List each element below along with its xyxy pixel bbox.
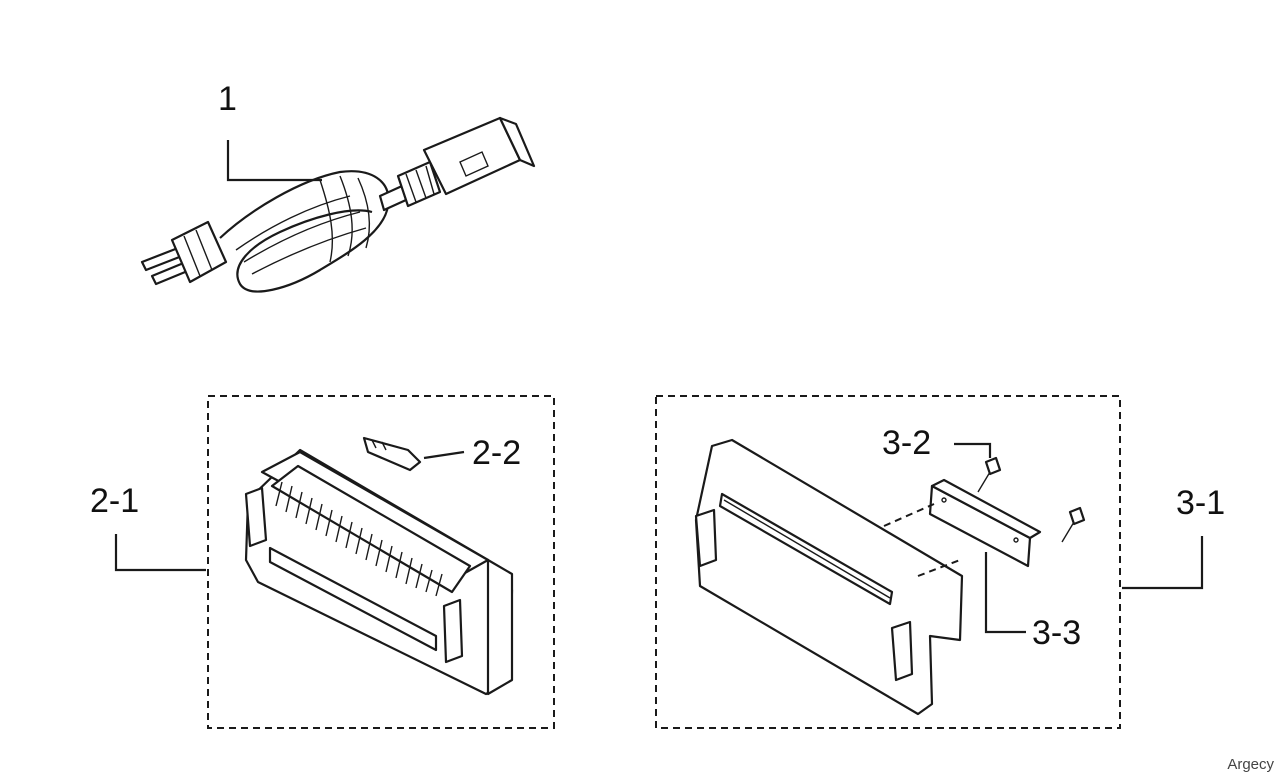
group-3-dashed-box <box>655 395 1121 729</box>
leader-line-1 <box>226 140 322 182</box>
clip-part <box>362 436 422 472</box>
cutter-module <box>244 448 514 696</box>
callout-1: 1 <box>218 80 237 118</box>
group-2-dashed-box <box>207 395 555 729</box>
watermark-text: Argecy <box>1227 756 1274 773</box>
leader-line-2-2 <box>423 450 465 460</box>
assembly-guide-1 <box>883 503 935 527</box>
leader-line-3-3 <box>984 552 1026 634</box>
leader-line-3-2 <box>954 442 992 458</box>
callout-2-2: 2-2 <box>472 434 521 472</box>
callout-3-1: 3-1 <box>1176 484 1225 522</box>
leader-line-3-1 <box>1122 536 1204 590</box>
callout-3-2: 3-2 <box>882 424 931 462</box>
callout-3-3: 3-3 <box>1032 614 1081 652</box>
cover-part <box>694 438 964 716</box>
callout-2-1: 2-1 <box>90 482 139 520</box>
power-cord <box>140 116 536 293</box>
assembly-guide-2 <box>917 559 961 577</box>
screws <box>977 456 1086 543</box>
leader-line-2-1 <box>114 534 206 572</box>
